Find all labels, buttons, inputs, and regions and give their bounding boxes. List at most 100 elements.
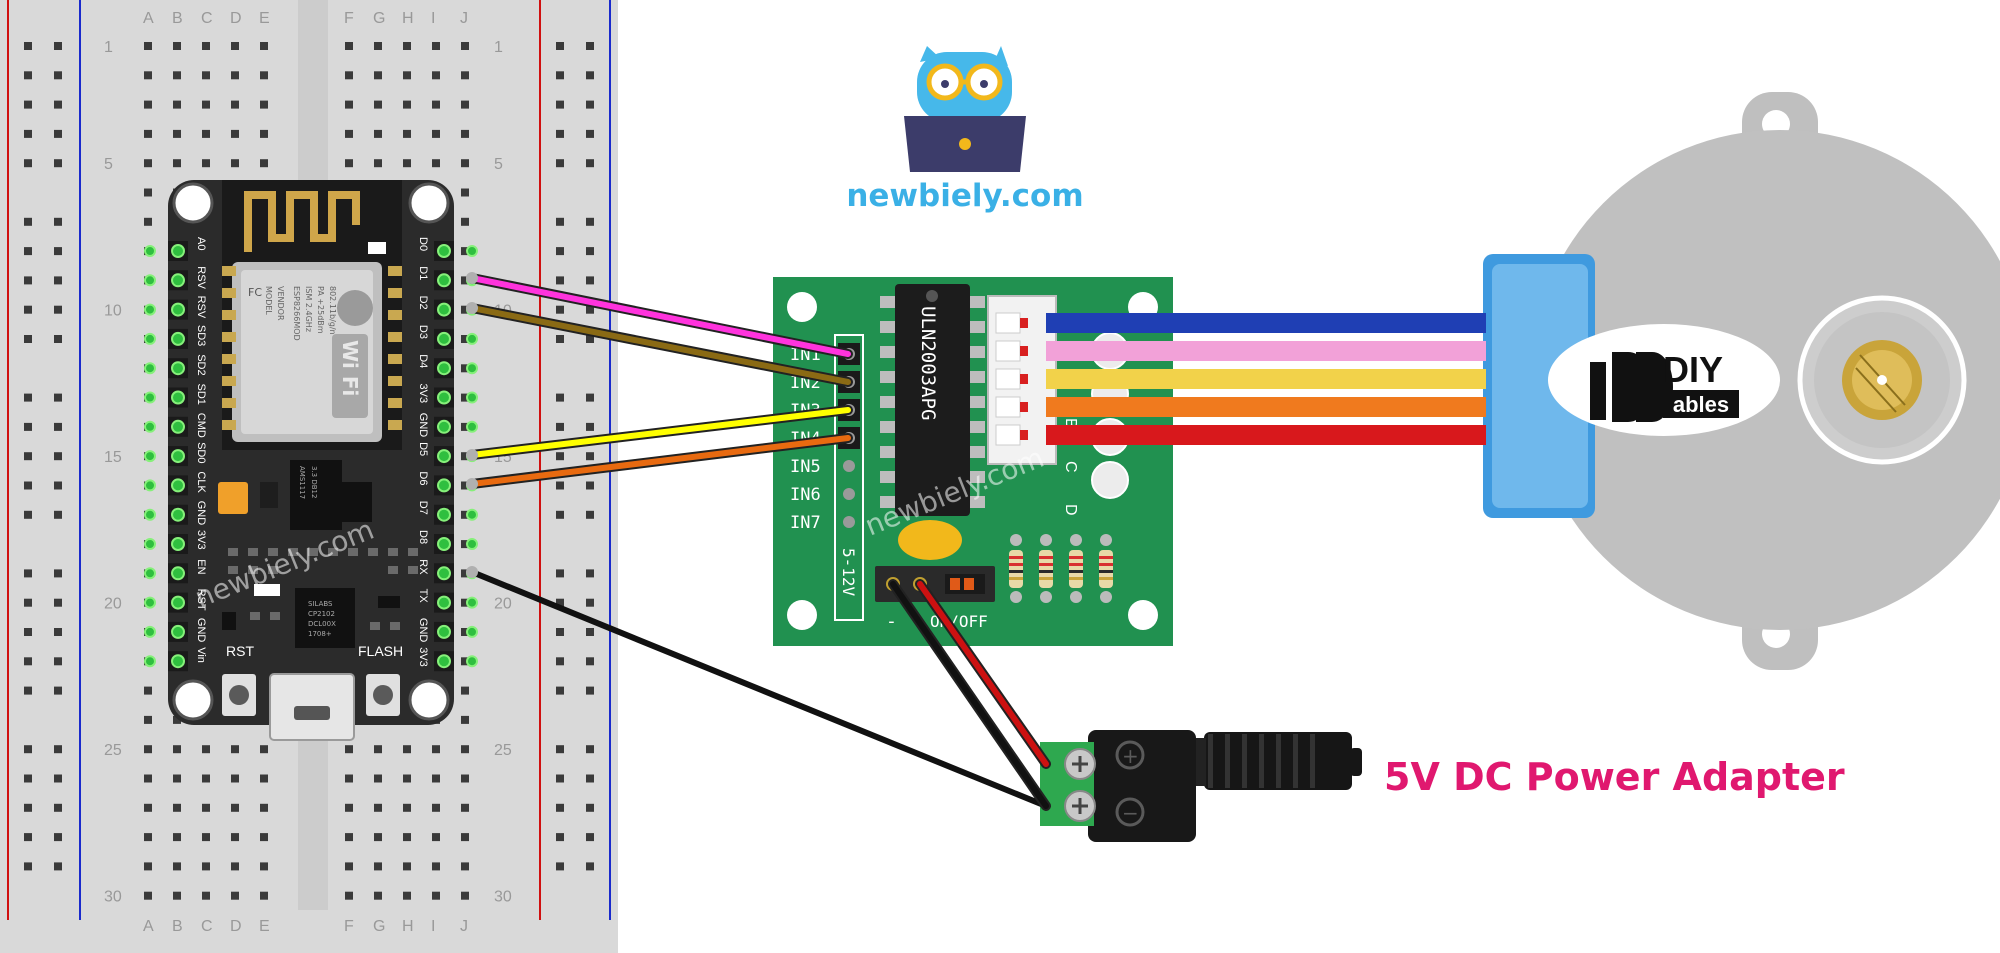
motor-wire-red [1046,425,1486,445]
voltage-label: 5-12V [839,548,858,597]
module-castellated-pads [222,266,402,430]
jack-plus-mark: + [1122,744,1139,768]
header-pin-label: GND [417,618,429,643]
header-pin[interactable] [171,624,185,639]
header-pin[interactable] [171,507,185,522]
breadboard-row-number: 1 [494,39,503,56]
power-jack-body [1088,730,1196,842]
header-pin[interactable] [171,361,185,376]
header-pin[interactable] [437,595,451,610]
breadboard-row-number: 10 [104,303,122,320]
header-pin[interactable] [171,478,185,493]
stepper-motor: DIY ables [1483,92,2000,670]
module-ism-text: ISM 2.4GHz [304,286,313,332]
header-pin[interactable] [437,361,451,376]
breadboard-row-number: 5 [494,156,503,173]
wire-driver-minus [888,579,1051,811]
breadboard-column-letter: B [172,918,183,935]
header-pin[interactable] [171,449,185,464]
driver-resistors [1009,534,1113,603]
breadboard-column-letter: E [259,10,270,27]
breadboard-rails [7,0,611,920]
header-pin[interactable] [437,419,451,434]
header-pin[interactable] [437,302,451,317]
header-pin-label: GND [195,618,207,643]
driver-input-pin[interactable] [843,516,855,528]
driver-resistor [1069,550,1083,588]
breadboard-column-letter: E [259,918,270,935]
motor-wire-housing [1492,264,1588,508]
header-pin[interactable] [437,654,451,669]
header-pin[interactable] [437,449,451,464]
breadboard-row-number: 1 [104,39,113,56]
header-pin[interactable] [171,566,185,581]
driver-led-label: C [1062,461,1079,473]
breadboard-column-letter: C [201,918,213,935]
breadboard-row-number: 30 [104,889,122,906]
header-pin[interactable] [171,537,185,551]
breadboard-column-letter: F [344,918,354,935]
module-vendor-text: VENDOR [276,286,285,321]
breadboard-column-letter: B [172,10,183,27]
header-pin-label: TX [417,589,429,604]
nodemcu-board: FC MODEL VENDOR ESP8266MOD ISM 2.4GHz PA… [144,180,478,741]
breadboard-column-letter: G [373,918,385,935]
module-std-text: 802.11b/g/n [328,286,337,335]
header-pin[interactable] [437,244,451,258]
header-pin-label: D3 [417,325,429,339]
breadboard-column-letter: H [402,918,414,935]
header-pin[interactable] [437,273,451,288]
header-pin[interactable] [437,390,451,405]
breadboard-column-letter: I [431,918,435,935]
owl-icon [904,46,1026,172]
header-pin[interactable] [171,654,185,669]
jack-ribs [1208,734,1315,788]
header-pin-label: 3V3 [417,384,429,404]
driver-input-pin[interactable] [843,488,855,500]
header-pin[interactable] [437,566,451,581]
breadboard-column-letter: A [143,918,154,935]
usb-chip-text-1: SILABS [308,600,333,608]
header-pin[interactable] [171,390,185,405]
breadboard-column-letter: G [373,10,385,27]
breadboard-column-letter: C [201,10,213,27]
diyables-logo: DIY ables [1548,324,1780,436]
header-pin-label: RX [417,559,429,575]
header-pin[interactable] [437,331,451,346]
module-wifi-mark: Wi Fi [338,340,362,396]
header-pin-label: D7 [417,501,429,515]
motor-connector-pins [995,312,1028,446]
header-pin[interactable] [171,302,185,317]
breadboard-row-number: 25 [104,742,122,759]
header-pin-label: SD2 [195,354,207,375]
module-model-text: MODEL [264,286,273,315]
header-pin[interactable] [437,478,451,493]
header-pin-label: RST [195,589,207,611]
breadboard-column-letter: H [402,10,414,27]
header-pin[interactable] [171,595,185,610]
header-pin-label: D5 [417,442,429,456]
breadboard-column-letter: A [143,10,154,27]
header-pin[interactable] [437,537,451,551]
breadboard-row-number: 5 [104,156,113,173]
breadboard-row-number: 25 [494,742,512,759]
diyables-logo-top: DIY [1663,349,1723,390]
module-chip-text: ESP8266MOD [292,286,301,341]
power-adapter-label: 5V DC Power Adapter [1384,755,1845,799]
header-pin[interactable] [171,273,185,288]
header-pin[interactable] [171,331,185,346]
motor-wire-orange [1046,397,1486,417]
header-pin-label: SD3 [195,325,207,346]
header-pin[interactable] [437,507,451,522]
wire-in2 [467,303,853,387]
driver-input-pin[interactable] [843,460,855,472]
header-pin[interactable] [171,419,185,434]
wire-gnd-esp [469,569,1049,809]
header-pin[interactable] [437,624,451,639]
module-logo-icon [337,290,373,326]
driver-resistor [1039,550,1053,588]
header-pin[interactable] [171,244,185,258]
